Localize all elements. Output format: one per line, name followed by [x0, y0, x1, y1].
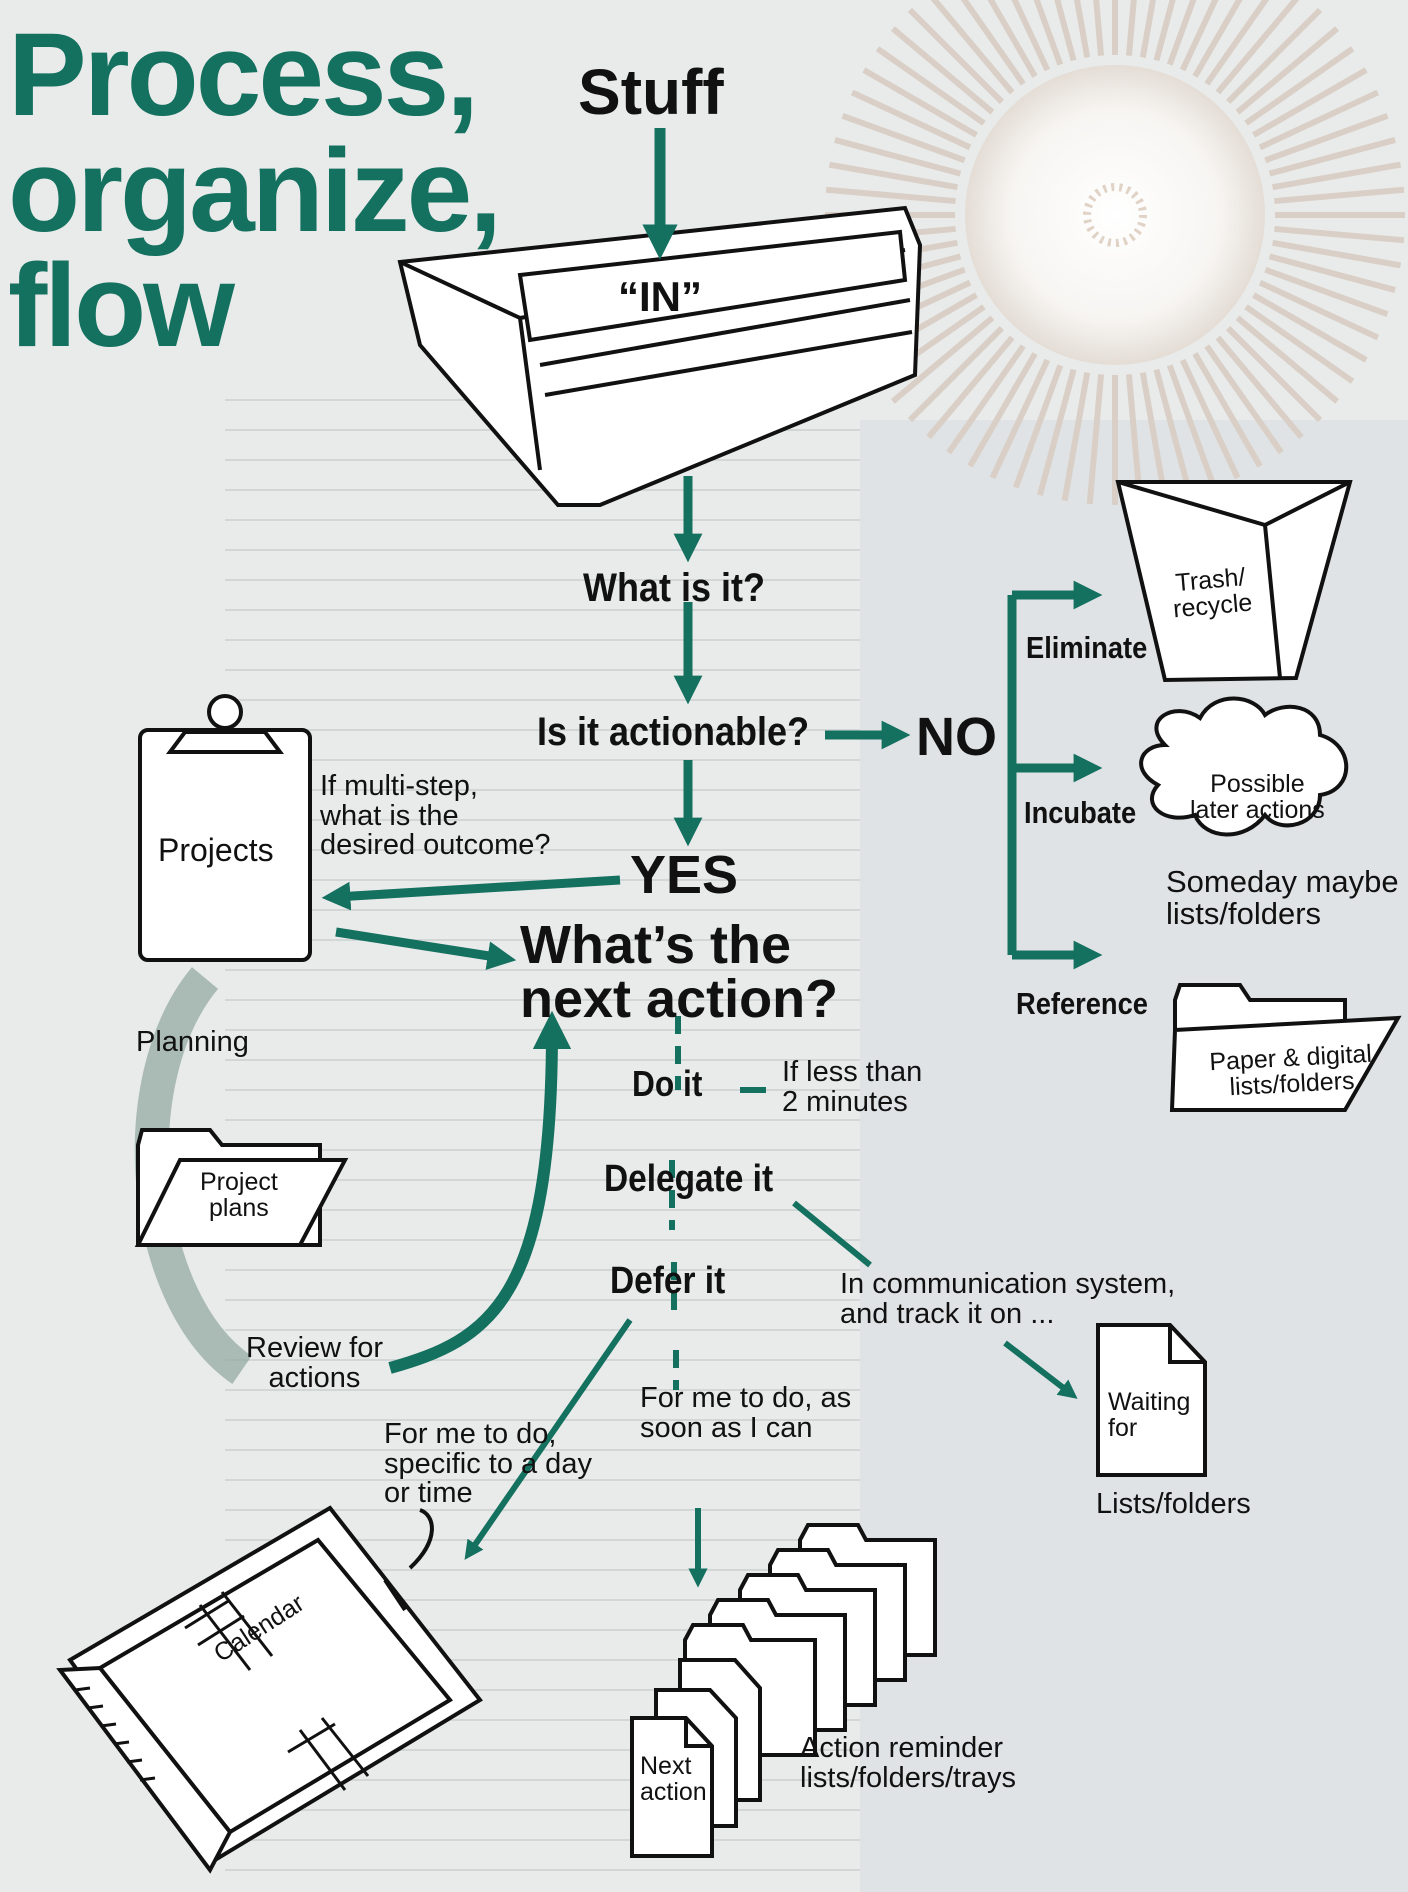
less-than-line-2: 2 minutes	[782, 1085, 908, 1118]
review-line-2: actions	[268, 1361, 361, 1394]
do-it-label: Do it	[632, 1063, 703, 1104]
title-line-3: flow	[8, 240, 235, 373]
title-line-1: Process,	[8, 9, 479, 141]
waiting-for-label: Waiting for	[1108, 1388, 1191, 1442]
waiting-document-icon	[1096, 1323, 1207, 1477]
page-title: Process, organize, flow	[8, 9, 502, 373]
in-tray-icon	[397, 205, 923, 507]
specific-line-1: For me to do,	[384, 1418, 557, 1450]
waiting-line-1: Waiting	[1108, 1388, 1191, 1416]
multi-step-label: If multi-step, what is the desired outco…	[320, 770, 551, 862]
someday-maybe-label: Someday maybe lists/folders	[1166, 866, 1399, 929]
as-soon-as-i-can-label: For me to do, as soon as I can	[640, 1382, 852, 1444]
next-action-line-2: next action?	[520, 969, 839, 1029]
possible-line-2: later actions	[1190, 795, 1325, 824]
delegate-it-label: Delegate it	[604, 1158, 774, 1200]
review-line-1: Review for	[246, 1332, 383, 1364]
specific-line-2: specific to a day	[384, 1447, 592, 1480]
trash-icon	[1115, 480, 1353, 683]
flow-arrows	[321, 128, 1103, 1588]
asap-line-2: soon as I can	[640, 1411, 813, 1444]
next-action-card-line-1: Next	[640, 1752, 692, 1780]
lists-folders-label: Lists/folders	[1096, 1488, 1251, 1520]
eliminate-label: Eliminate	[1026, 630, 1148, 665]
asap-line-1: For me to do, as	[640, 1382, 852, 1414]
next-action-card-icon	[630, 1658, 762, 1858]
communication-system-label: In communication system, and track it on…	[840, 1268, 1176, 1330]
project-plans-folder-icon	[134, 1128, 349, 1247]
project-plans-line-2: plans	[209, 1193, 269, 1222]
review-for-actions-label: Review for actions	[246, 1332, 383, 1394]
possible-line-1: Possible	[1210, 770, 1305, 798]
communication-line-2: and track it on ...	[840, 1297, 1055, 1330]
what-is-it-label: What is it?	[583, 566, 765, 610]
specific-day-time-label: For me to do, specific to a day or time	[384, 1418, 592, 1510]
multi-step-line-2: what is the	[320, 799, 459, 832]
someday-line-1: Someday maybe	[1166, 864, 1399, 899]
dashed-connector	[669, 1016, 872, 1390]
yes-label: YES	[630, 845, 739, 905]
clipboard-icon	[138, 694, 312, 962]
is-it-actionable-label: Is it actionable?	[537, 710, 810, 754]
someday-line-2: lists/folders	[1166, 895, 1322, 931]
next-action-card-label: Next action	[640, 1752, 707, 1806]
next-action-card-line-2: action	[640, 1777, 707, 1806]
possible-later-actions-label: Possible later actions	[1190, 770, 1325, 824]
reminder-line-1: Action reminder	[800, 1732, 1004, 1764]
incubate-label: Incubate	[1024, 795, 1137, 830]
folder-icon	[1169, 983, 1402, 1112]
sun-disc	[965, 65, 1265, 365]
communication-line-1: In communication system,	[840, 1268, 1176, 1300]
no-label: NO	[916, 707, 997, 767]
next-action-question: What’s the next action?	[520, 918, 838, 1026]
title-line-2: organize,	[8, 124, 502, 257]
cloud-icon	[1139, 696, 1349, 837]
stuff-label: Stuff	[578, 56, 724, 128]
waiting-line-2: for	[1108, 1413, 1138, 1442]
project-plans-label: Project plans	[200, 1168, 278, 1222]
next-action-line-1: What’s the	[520, 915, 792, 975]
less-than-line-1: If less than	[782, 1056, 923, 1088]
less-than-2-minutes-label: If less than 2 minutes	[782, 1056, 923, 1118]
multi-step-line-3: desired outcome?	[320, 829, 551, 862]
projects-label: Projects	[158, 832, 274, 868]
in-tray-label: “IN”	[618, 273, 702, 320]
reminder-line-2: lists/folders/trays	[800, 1761, 1016, 1794]
review-arrow	[388, 1010, 572, 1374]
trash-label: Trash/ recycle	[1170, 563, 1253, 623]
action-reminder-label: Action reminder lists/folders/trays	[800, 1732, 1016, 1794]
paper-digital-label: Paper & digital lists/folders	[1209, 1040, 1374, 1101]
planning-label: Planning	[136, 1026, 249, 1058]
specific-line-3: or time	[384, 1477, 473, 1510]
reference-label: Reference	[1016, 986, 1148, 1021]
multi-step-line-1: If multi-step,	[320, 770, 478, 802]
defer-it-label: Defer it	[610, 1260, 726, 1302]
calendar-icon	[56, 1505, 483, 1874]
project-plans-line-1: Project	[200, 1168, 278, 1196]
